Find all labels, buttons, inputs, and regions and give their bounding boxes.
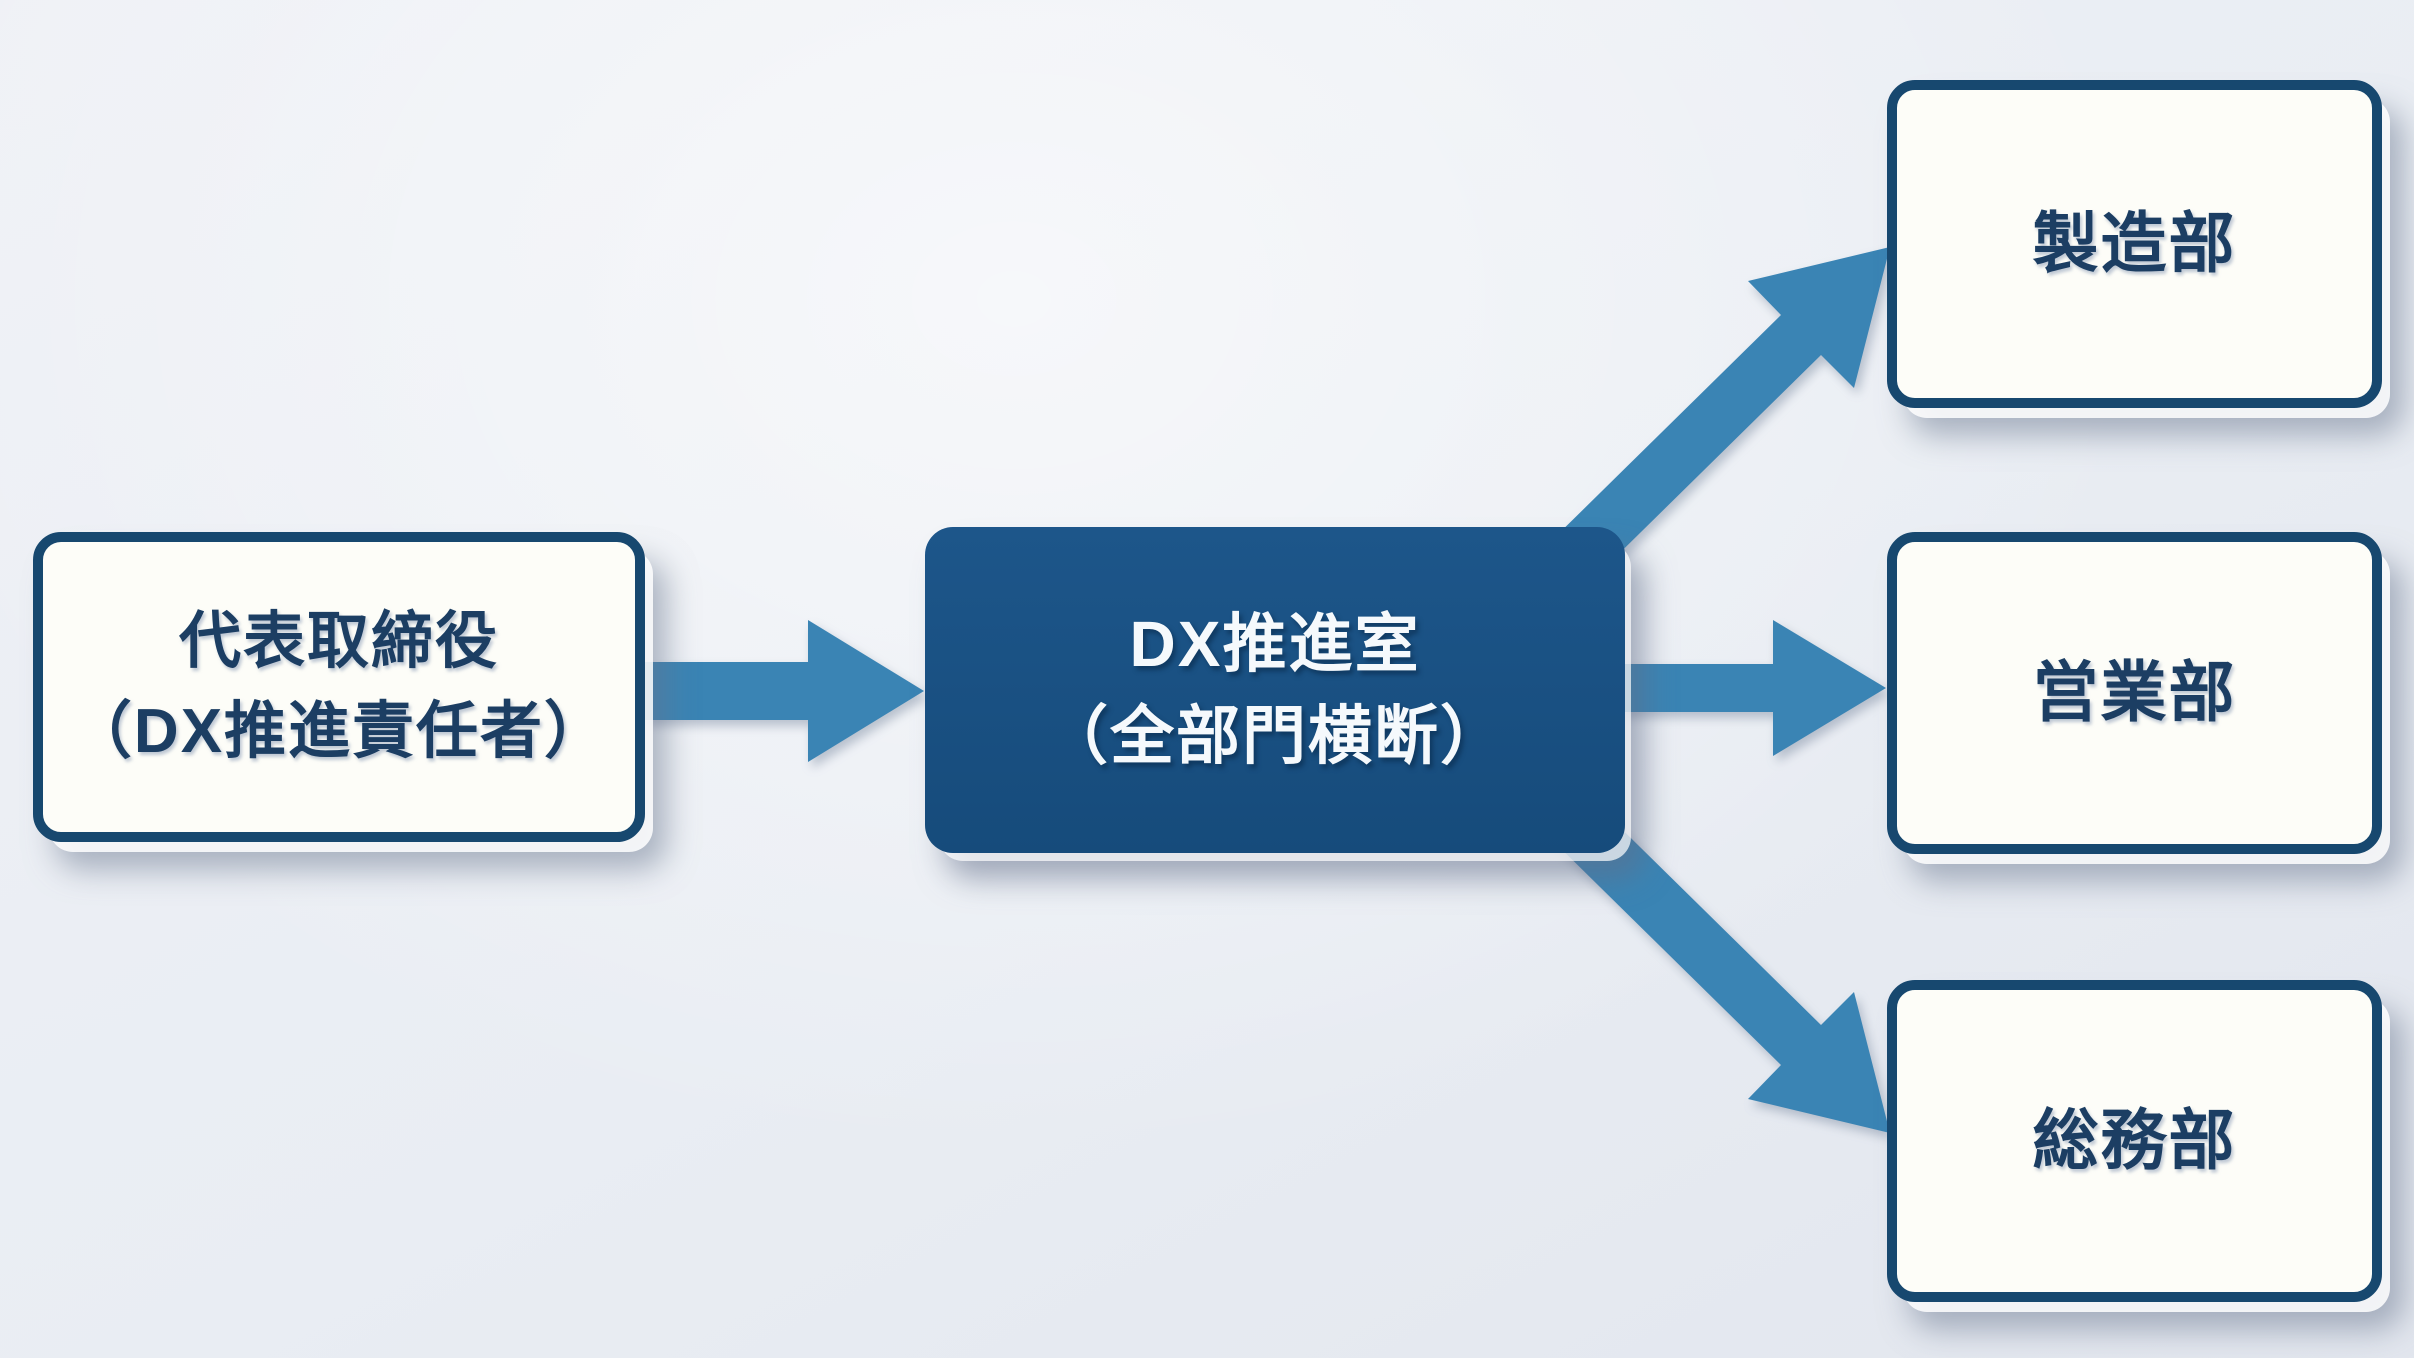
node-ceo-label-line1: 代表取締役 (178, 607, 499, 677)
node-manufacturing: 製造部 (1887, 80, 2382, 408)
node-manufacturing-label: 製造部 (2033, 200, 2237, 287)
arrow-dx-office-to-general-affairs (1540, 788, 1890, 1133)
node-ceo: 代表取締役 （DX推進責任者） (33, 532, 645, 842)
arrow-dx-office-to-sales (1620, 620, 1886, 756)
node-dx-office-label-line1: DX推進室 (1129, 607, 1421, 680)
node-manufacturing-label-text: 製造部 (2032, 206, 2237, 281)
node-dx-office: DX推進室 （全部門横断） (925, 527, 1625, 853)
node-sales: 営業部 (1887, 532, 2382, 854)
node-general-affairs: 総務部 (1887, 980, 2382, 1302)
node-ceo-label-line2: （DX推進責任者） (69, 697, 609, 766)
arrow-dx-office-to-manufacturing (1540, 247, 1890, 592)
node-general-affairs-label: 総務部 (2033, 1097, 2237, 1184)
node-dx-office-label-line2: （全部門横断） (1044, 700, 1506, 772)
node-sales-label-text: 営業部 (2032, 655, 2237, 730)
node-sales-label: 営業部 (2033, 649, 2237, 736)
node-ceo-label: 代表取締役 （DX推進責任者） (70, 601, 608, 773)
arrow-ceo-to-dx-office (645, 620, 924, 762)
node-dx-office-label: DX推進室 （全部門横断） (1044, 602, 1506, 779)
node-general-affairs-label-text: 総務部 (2032, 1103, 2237, 1178)
